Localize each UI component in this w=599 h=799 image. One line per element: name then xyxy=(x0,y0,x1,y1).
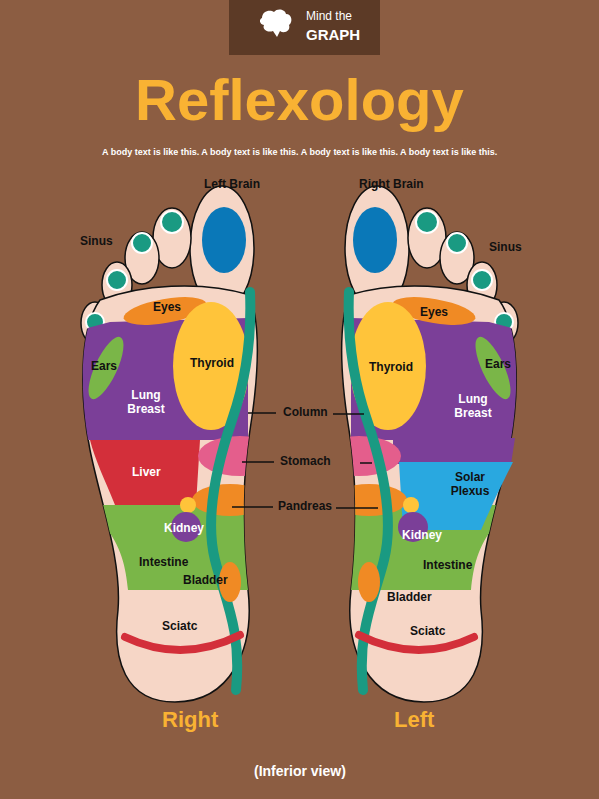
part-name: Right Brain xyxy=(359,178,424,191)
zone-label: Lung Breast xyxy=(443,393,503,421)
callout-label: Column xyxy=(283,406,328,419)
reflex-zone: Lung Breast xyxy=(114,388,178,418)
part-name: Sinus xyxy=(80,235,113,248)
logo-text: GRAPH xyxy=(306,27,360,44)
zone-label: Intestine xyxy=(423,559,472,573)
reflex-zone: Thyroid xyxy=(367,360,415,376)
zone-label: Liver xyxy=(132,466,161,480)
caption: (Inferior view) xyxy=(254,764,346,779)
part-name: Kidney xyxy=(402,529,442,542)
side-label: Right xyxy=(162,708,218,732)
zone-label: Eyes xyxy=(420,306,448,320)
zone-label: Ears xyxy=(91,360,117,374)
part-name: Sciatc xyxy=(162,620,197,633)
side-label: Left xyxy=(394,708,434,732)
reflex-zone: Lung Breast xyxy=(441,392,505,422)
zone-label: Lung Breast xyxy=(116,389,176,417)
zone-label: Thyroid xyxy=(369,361,413,375)
zone-label: Ears xyxy=(485,358,511,372)
right-foot xyxy=(80,186,282,702)
reflex-zone: Eyes xyxy=(418,305,450,321)
part-name: Bladder xyxy=(183,574,228,587)
callout-label: Stomach xyxy=(280,455,331,468)
callout-label: Pandreas xyxy=(278,500,332,513)
body-text: A body text is like this. A body text is… xyxy=(102,148,497,158)
reflex-zone: Solar Plexus xyxy=(438,470,502,500)
reflex-zone: Eyes xyxy=(151,300,183,316)
left-foot xyxy=(317,186,519,702)
part-name: Sciatc xyxy=(410,625,445,638)
reflex-zone: Liver xyxy=(130,465,163,481)
part-name: Kidney xyxy=(164,522,204,535)
title: Reflexology xyxy=(135,68,464,132)
zone-label: Intestine xyxy=(139,556,188,570)
reflex-zone: Intestine xyxy=(421,558,474,574)
part-name: Left Brain xyxy=(204,178,260,191)
part-name: Sinus xyxy=(489,241,522,254)
reflex-zone: Ears xyxy=(483,357,513,373)
leader-lines xyxy=(232,413,378,508)
reflex-zone: Intestine xyxy=(137,555,190,571)
zone-label: Solar Plexus xyxy=(440,471,500,499)
reflex-zone: Ears xyxy=(89,359,119,375)
zone-label: Eyes xyxy=(153,301,181,315)
part-name: Bladder xyxy=(387,591,432,604)
reflex-zone: Thyroid xyxy=(188,356,236,372)
logo-text: Mind the xyxy=(306,10,352,23)
zone-label: Thyroid xyxy=(190,357,234,371)
